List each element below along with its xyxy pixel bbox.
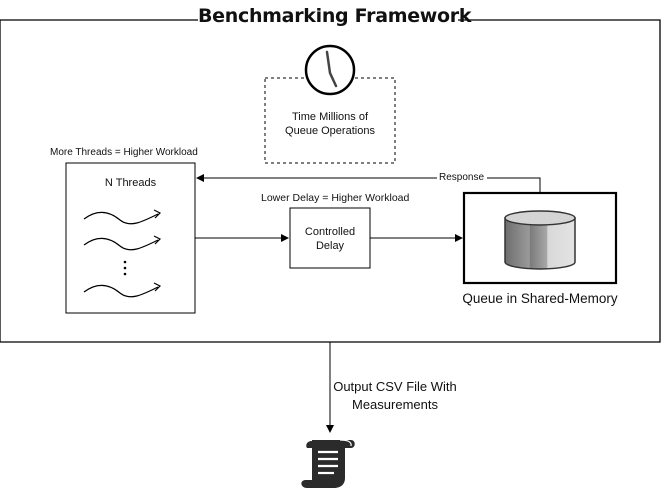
delay-caption: Lower Delay = Higher Workload	[261, 192, 410, 204]
arrow-response	[196, 174, 541, 193]
framework-title: Benchmarking Framework	[198, 5, 472, 27]
scroll-document-icon	[301, 439, 355, 488]
timer-label: Time Millions of Queue Operations	[285, 111, 375, 137]
wavy-thread-arrow-icon	[83, 282, 162, 298]
threads-title: N Threads	[104, 177, 157, 189]
queue-label: Queue in Shared-Memory	[462, 291, 618, 306]
wavy-thread-arrow-icon	[83, 235, 162, 251]
output-label: Output CSV File With Measurements	[333, 379, 457, 412]
ellipsis-dots	[123, 260, 127, 276]
clock-icon	[304, 44, 356, 96]
delay-box	[289, 207, 371, 269]
wavy-thread-arrow-icon	[83, 209, 162, 225]
threads-caption: More Threads = Higher Workload	[50, 147, 198, 158]
database-cylinder-icon	[504, 210, 576, 270]
response-label: Response	[439, 172, 485, 183]
threads-box	[65, 162, 196, 314]
delay-label: Controlled Delay	[304, 226, 356, 252]
